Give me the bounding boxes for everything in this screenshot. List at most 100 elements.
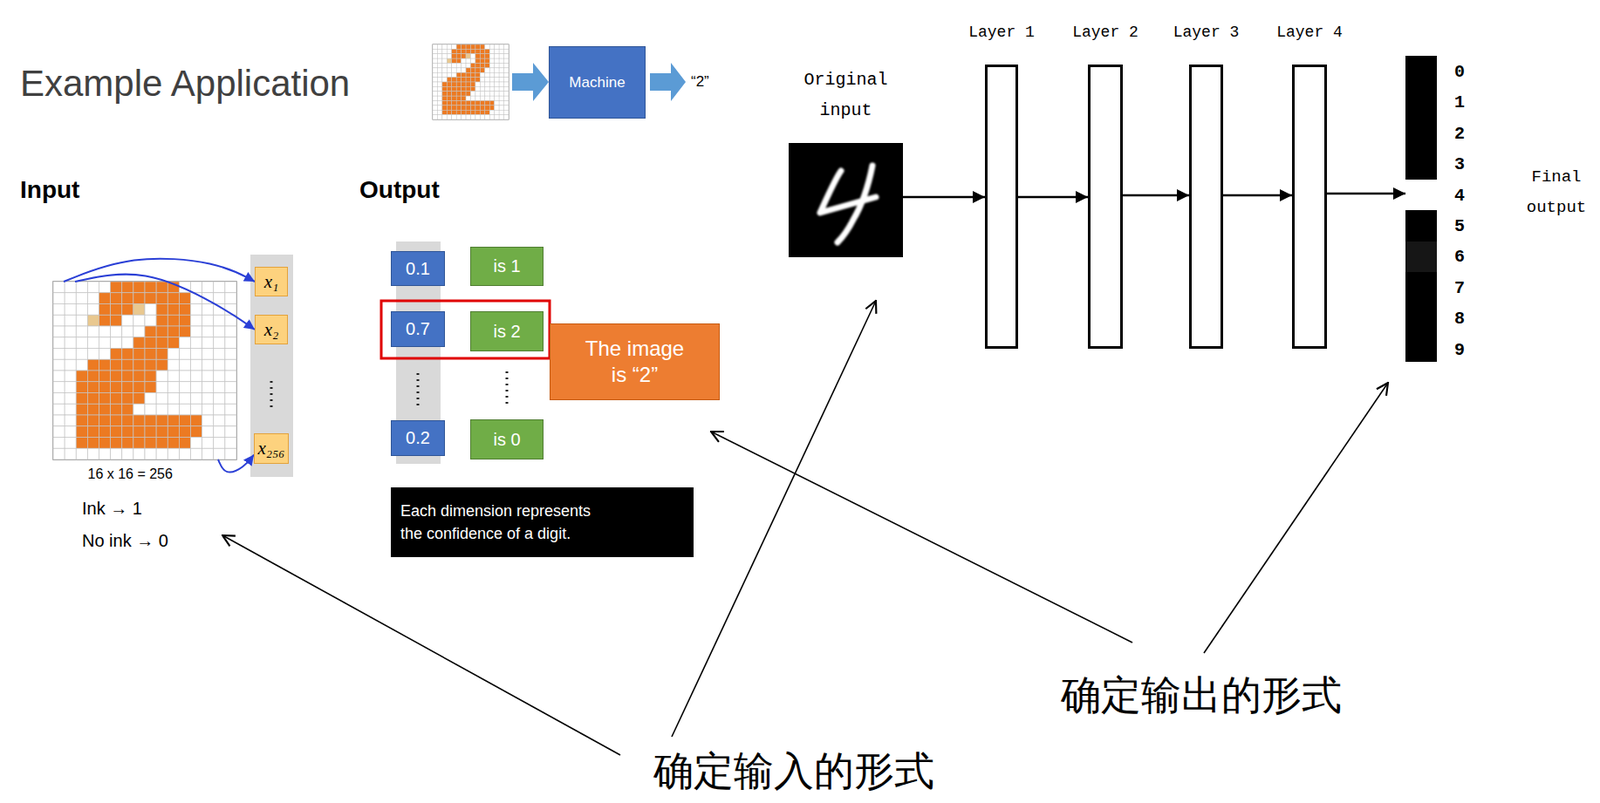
pixel-cell <box>465 91 471 96</box>
connector-arrow <box>1326 192 1406 196</box>
pixel-cell <box>64 370 76 383</box>
pixel-cell <box>178 359 191 371</box>
pixel-cell <box>144 437 157 450</box>
pixel-cell <box>446 54 452 59</box>
pixel-cell <box>461 44 466 49</box>
pixel-cell <box>442 109 447 115</box>
digit-image <box>788 143 903 258</box>
pixel-cell <box>53 415 65 427</box>
pixel-cell <box>471 68 476 73</box>
pixel-cell <box>432 91 438 96</box>
pixel-cell <box>471 101 476 106</box>
pixel-cell <box>499 86 504 91</box>
pixel-cell <box>504 115 509 120</box>
grid-frame <box>53 281 237 460</box>
pixel-cell <box>191 437 203 450</box>
pixel-cell <box>451 101 457 106</box>
pixel-cell <box>64 382 76 394</box>
pixel-cell <box>451 48 457 54</box>
pixel-cell <box>485 58 490 63</box>
label-text: 2 <box>1454 123 1465 144</box>
pixel-cell <box>178 426 191 438</box>
pixel-cell <box>156 448 168 460</box>
grid-frame <box>432 44 509 120</box>
pixel-cell <box>456 44 461 49</box>
pixel-cell <box>432 95 438 101</box>
pixel-cell <box>432 86 438 91</box>
result-box: The image is “2” <box>549 323 720 401</box>
pixel-cell <box>99 403 111 416</box>
pixel-cell <box>504 86 509 91</box>
pixel-cell <box>178 314 191 327</box>
pixel-cell <box>456 68 461 73</box>
label-text: 9 <box>1454 339 1465 360</box>
pixel-cell <box>479 77 485 83</box>
pixel-cell <box>191 281 203 294</box>
pixel-cell <box>202 448 214 460</box>
pixel-cell <box>167 415 179 427</box>
pixel-cell <box>437 63 442 69</box>
leader-arrow <box>711 431 1133 643</box>
pixel-cell <box>475 77 480 83</box>
pixel-cell <box>494 105 500 110</box>
pixel-cell <box>87 370 99 383</box>
label-text: Output <box>359 176 440 205</box>
pixel-cell <box>475 44 480 49</box>
pixel-cell <box>494 72 500 77</box>
pixel-cell <box>110 382 123 394</box>
pixel-cell <box>156 359 168 371</box>
pixel-cell <box>465 44 471 49</box>
pixel-cell <box>446 58 452 63</box>
pixel-cell <box>225 415 237 427</box>
pixel-cell <box>122 415 134 427</box>
pixel-cell <box>456 48 461 54</box>
leader-arrow <box>222 535 621 756</box>
pixel-cell <box>144 304 157 316</box>
pixel-cell <box>178 326 191 338</box>
pixel-cell <box>471 54 476 59</box>
pixel-cell <box>499 77 504 83</box>
connector-arrow <box>1018 196 1088 199</box>
pixel-cell <box>479 86 485 91</box>
node-text: is 2 <box>492 321 520 342</box>
pixel-cell <box>191 314 203 327</box>
pixel-cell <box>87 448 99 460</box>
pixel-cell <box>442 86 447 91</box>
pixel-cell <box>122 314 134 327</box>
pixel-cell <box>494 86 500 91</box>
class-box: is 2 <box>470 311 544 352</box>
pixel-cell <box>191 448 203 460</box>
pixel-cell <box>461 105 466 110</box>
pixel-cell <box>87 326 99 338</box>
pixel-cell <box>465 86 471 91</box>
pixel-cell <box>499 63 504 69</box>
pixel-cell <box>465 72 471 77</box>
pixel-cell <box>451 105 457 110</box>
pixel-cell <box>225 348 237 361</box>
node-text: Layer 2 <box>1072 23 1139 42</box>
pixel-cell <box>437 68 442 73</box>
pixel-cell <box>504 68 509 73</box>
pixel-cell <box>479 58 485 63</box>
pixel-cell <box>485 48 490 54</box>
pixel-cell <box>75 448 88 460</box>
pixel-cell <box>53 314 65 327</box>
pixel-cell <box>437 77 442 83</box>
pixel-cell <box>479 101 485 106</box>
connector-arrow <box>75 274 255 330</box>
pixel-cell <box>144 382 157 394</box>
pixel-cell <box>133 326 145 338</box>
pixel-cell <box>504 109 509 115</box>
node-text: Layer 1 <box>968 23 1035 42</box>
pixel-cell <box>489 86 494 91</box>
pixel-cell <box>213 415 226 427</box>
pixel-cell <box>494 58 500 63</box>
connector-arrow <box>1223 194 1293 198</box>
pixel-cell <box>122 426 134 438</box>
pixel-cell <box>213 426 226 438</box>
pixel-cell <box>465 115 471 120</box>
pixel-cell <box>437 72 442 77</box>
pixel-cell <box>144 426 157 438</box>
pixel-cell <box>110 437 123 450</box>
node-text: 0.7 <box>405 319 431 340</box>
